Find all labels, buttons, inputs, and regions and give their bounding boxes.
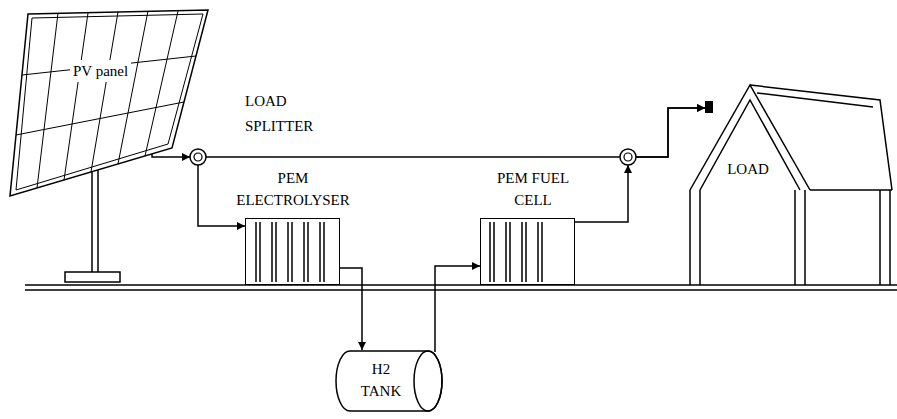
node-label: LOAD SPLITTER (245, 89, 325, 139)
connector (340, 268, 366, 350)
node-outline (685, 80, 895, 285)
fuel-cell-cells (490, 222, 542, 282)
node-label: LOAD (715, 158, 781, 180)
connector-line (435, 266, 480, 352)
panel-pole (91, 172, 93, 272)
connector-line (575, 108, 705, 222)
node-label: PEM FUEL CELL (477, 167, 589, 211)
arrowhead (182, 153, 190, 161)
connector-line (340, 268, 362, 350)
arrowhead (237, 222, 245, 230)
node-outline (335, 350, 443, 412)
connector (152, 153, 190, 161)
pv-panel: PV panel (10, 10, 210, 200)
load-splitter: LOAD SPLITTER (190, 149, 206, 165)
connector (575, 104, 705, 222)
merge-circle (620, 149, 636, 165)
arrowhead (697, 104, 705, 112)
pole-base (65, 272, 120, 282)
node-label: H2 TANK (353, 358, 409, 402)
hydrogen-tank: H2 TANK (335, 350, 443, 412)
arrowhead (697, 104, 705, 112)
connector (435, 262, 480, 352)
load-house: LOAD (685, 80, 895, 285)
arrowhead (624, 165, 632, 173)
panel-pole (97, 170, 99, 272)
node-label: PV panel (70, 60, 131, 82)
electrolyser-cells (256, 222, 324, 282)
node-outline (190, 149, 206, 165)
arrowhead (472, 262, 480, 270)
electrolyser-box: PEM ELECTROLYSER (245, 218, 340, 285)
node-label: PEM ELECTROLYSER (224, 167, 362, 211)
merge-circle (624, 153, 632, 161)
ground-line (25, 284, 897, 286)
ground-line (25, 289, 897, 291)
plug (705, 101, 713, 113)
arrowhead (358, 342, 366, 350)
node-outline (10, 10, 210, 200)
fuel-cell-box: PEM FUEL CELL (480, 218, 575, 285)
